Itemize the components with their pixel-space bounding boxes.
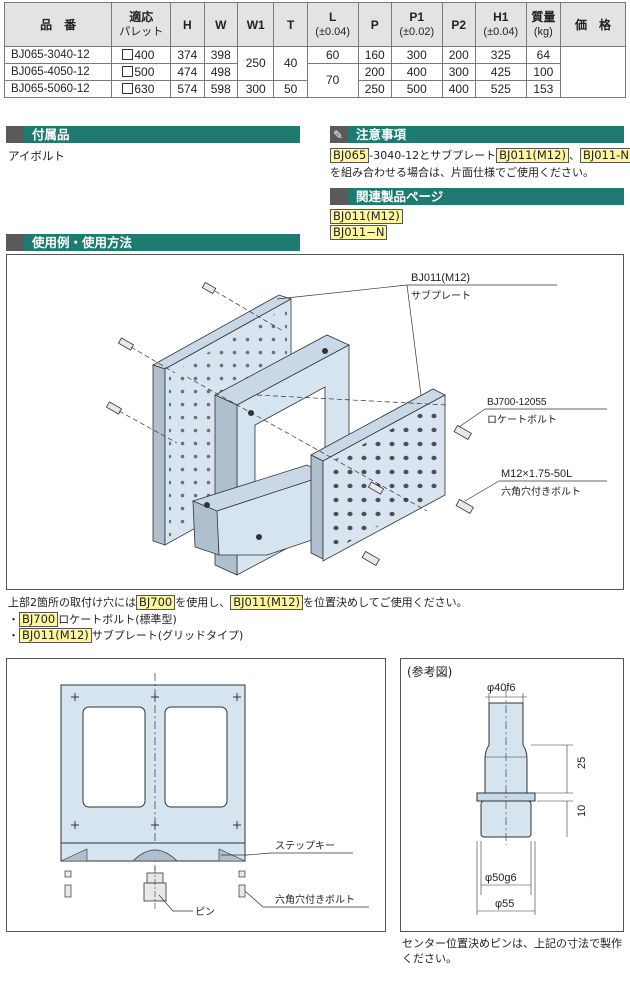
notes-text-line2: を組み合わせる場合は、片面仕様でご使用ください。 — [330, 166, 594, 179]
reference-title: (参考図) — [407, 665, 453, 679]
t-cell: 50 — [273, 80, 308, 98]
pallet-cell: 500 — [111, 63, 172, 81]
column-header: P — [357, 2, 392, 47]
step-key-label: ステップキー — [275, 840, 335, 852]
column-header: L(±0.04) — [306, 2, 359, 47]
w-cell: 398 — [203, 46, 238, 64]
table-row: BJ065-5060-12 630 574 598 300 50 250 500… — [3, 80, 626, 98]
square-symbol-icon — [122, 82, 134, 94]
accessories-text: アイボルト — [8, 149, 65, 163]
square-symbol-icon — [122, 65, 134, 77]
usage-illustration-frame: BJ011(M12) サブプレート BJ700-12055 ロケートボルト M1… — [6, 254, 624, 590]
column-header: 適応パレット — [111, 2, 172, 47]
subplate-name-label: サブプレート — [411, 289, 471, 302]
h1-cell: 325 — [474, 46, 527, 64]
subplate-code-label: BJ011(M12) — [411, 272, 470, 284]
related-header: 関連製品ページ — [330, 188, 624, 205]
assembly-illustration: BJ011(M12) サブプレート BJ700-12055 ロケートボルト M1… — [105, 272, 607, 576]
related-item[interactable]: BJ011(M12) — [330, 209, 403, 224]
bullet-tag-bj011[interactable]: BJ011(M12) — [19, 628, 92, 643]
p2-cell: 400 — [441, 80, 476, 98]
h-cell: 574 — [170, 80, 205, 98]
notes-header: ✎ 注意事項 — [330, 126, 624, 143]
h1-cell: 425 — [474, 63, 527, 81]
mass-cell: 100 — [525, 63, 562, 81]
front-view-frame: ステップキー ピン 六角穴付きボルト — [6, 658, 386, 932]
front-view-drawing: ステップキー ピン 六角穴付きボルト — [60, 673, 369, 918]
mass-cell: 64 — [525, 46, 562, 64]
price-cell — [560, 46, 626, 98]
related-item[interactable]: BJ011−N — [330, 225, 388, 240]
notes-tag-bj065[interactable]: BJ065 — [330, 148, 370, 163]
dim-25-label: 25 — [576, 757, 588, 769]
w-cell: 498 — [203, 63, 238, 81]
w1-cell: 250 — [236, 46, 275, 81]
notes-tag-bj011[interactable]: BJ011(M12) — [496, 148, 569, 163]
h-cell: 374 — [170, 46, 205, 64]
pin-label: ピン — [195, 906, 215, 918]
table-row: BJ065-4050-12 500 474 498 70 200 400 300… — [3, 63, 626, 98]
column-header: 価 格 — [560, 2, 626, 47]
column-header: H — [170, 2, 205, 47]
column-header: T — [273, 2, 308, 47]
mass-cell: 153 — [525, 80, 562, 98]
p1-cell: 500 — [390, 80, 443, 98]
h-cell: 474 — [170, 63, 205, 81]
l-cell: 70 — [306, 63, 359, 98]
locate-code-label: BJ700-12055 — [487, 397, 547, 408]
bolt-name-label: 六角穴付きボルト — [501, 485, 581, 498]
model-cell: BJ065-5060-12 — [3, 80, 113, 98]
locate-name-label: ロケートボルト — [487, 414, 557, 426]
pallet-cell: 630 — [111, 80, 172, 98]
p-cell: 250 — [357, 80, 392, 98]
column-header: H1(±0.04) — [474, 2, 527, 47]
table-row: BJ065-3040-12 400 374 398 250 40 60 160 … — [3, 46, 626, 98]
t-cell: 40 — [273, 46, 308, 81]
reference-note: センター位置決めピンは、上記の寸法で製作ください。 — [402, 937, 622, 965]
usage-tag-bj011[interactable]: BJ011(M12) — [230, 595, 303, 610]
bullet-tag-bj700[interactable]: BJ700 — [19, 612, 59, 627]
column-header: 品 番 — [3, 2, 113, 47]
column-header: 質量(kg) — [525, 2, 562, 47]
column-header: W — [203, 2, 238, 47]
column-header: P2 — [441, 2, 476, 47]
reference-drawing-frame: (参考図) φ40f6 25 10 φ50g6 φ55 — [400, 658, 624, 932]
usage-tag-bj700[interactable]: BJ700 — [136, 595, 176, 610]
l-cell: 60 — [306, 46, 359, 64]
p-cell: 200 — [357, 63, 392, 81]
notes-tag-bj011n[interactable]: BJ011-N — [579, 148, 630, 163]
h1-cell: 525 — [474, 80, 527, 98]
column-header: P1(±0.02) — [390, 2, 443, 47]
p2-cell: 200 — [441, 46, 476, 64]
model-cell: BJ065-3040-12 — [3, 46, 113, 64]
column-header: W1 — [236, 2, 275, 47]
model-cell: BJ065-4050-12 — [3, 63, 113, 81]
usage-header: 使用例・使用方法 — [6, 234, 300, 251]
pallet-cell: 400 — [111, 46, 172, 64]
pencil-icon: ✎ — [333, 128, 344, 142]
p1-cell: 300 — [390, 46, 443, 64]
dim-phi40-label: φ40f6 — [487, 682, 516, 694]
dim-phi50-label: φ50g6 — [485, 872, 517, 884]
dim-phi55-label: φ55 — [495, 898, 514, 910]
square-symbol-icon — [122, 48, 134, 60]
hex-bolt-label: 六角穴付きボルト — [275, 893, 355, 906]
p-cell: 160 — [357, 46, 392, 64]
p2-cell: 300 — [441, 63, 476, 81]
usage-bullet-2: ・BJ011(M12)サブプレート(グリッドタイプ) — [8, 628, 244, 643]
w-cell: 598 — [203, 80, 238, 98]
w1-cell: 300 — [236, 80, 275, 98]
reference-pin-drawing: φ40f6 25 10 φ50g6 φ55 — [476, 682, 588, 915]
dim-10-label: 10 — [576, 805, 588, 817]
p1-cell: 400 — [390, 63, 443, 81]
accessories-header: 付属品 — [6, 126, 300, 143]
bolt-code-label: M12×1.75-50L — [501, 468, 572, 480]
